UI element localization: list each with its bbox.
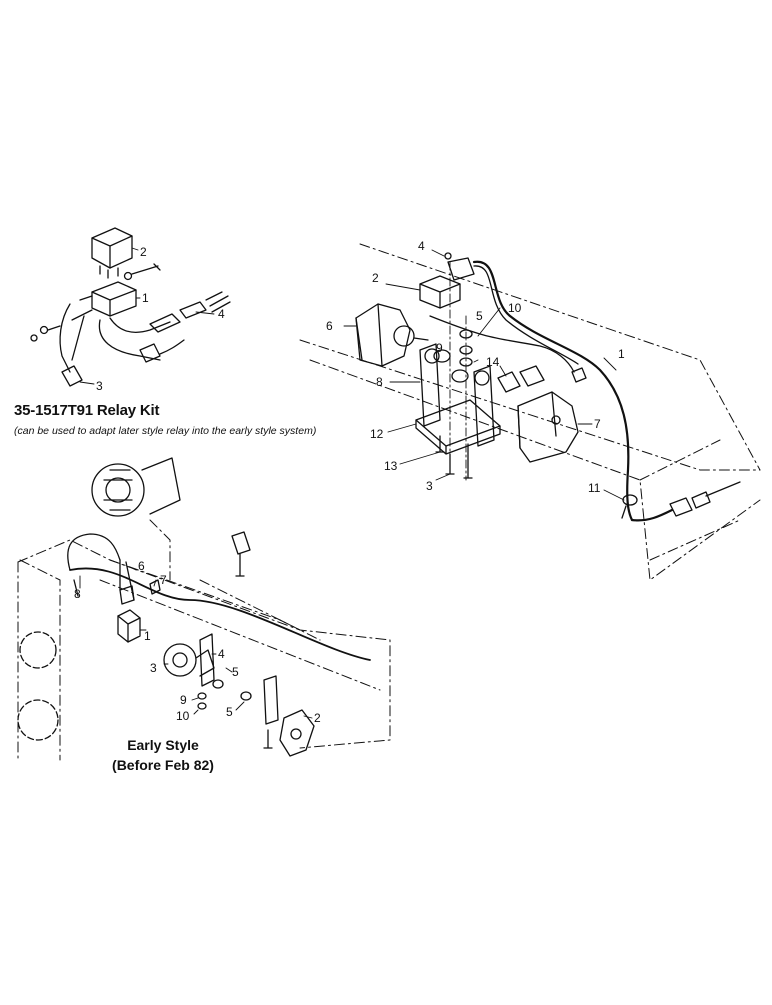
relay-kit-note: (can be used to adapt later style relay … bbox=[14, 425, 317, 437]
callout-label: 14 bbox=[486, 355, 500, 369]
callout-label: 9 bbox=[180, 693, 187, 707]
early-relay-icon bbox=[117, 609, 141, 643]
main-relay-icon bbox=[419, 275, 461, 309]
relay-kit-title: 35-1517T91 Relay Kit bbox=[14, 402, 160, 419]
connector-icon bbox=[149, 313, 181, 333]
horn-right-icon bbox=[517, 391, 579, 463]
terminal-connector-icon bbox=[61, 365, 83, 387]
callout-label: 12 bbox=[370, 427, 384, 441]
early-style-title: Early Style (Before Feb 82) bbox=[98, 735, 228, 775]
main-assembly-drawing bbox=[299, 243, 761, 581]
relay-kit-callouts: 2 1 4 3 bbox=[96, 245, 225, 393]
callout-label: 7 bbox=[594, 417, 601, 431]
relay-kit-drawing bbox=[30, 227, 231, 387]
callout-label: 2 bbox=[372, 271, 379, 285]
light-opening bbox=[17, 699, 59, 741]
callout-label: 13 bbox=[384, 459, 398, 473]
callout-label: 4 bbox=[218, 647, 225, 661]
callout-label: 10 bbox=[508, 301, 522, 315]
callout-label: 7 bbox=[160, 573, 167, 587]
relay-socket-icon bbox=[91, 281, 137, 317]
callout-label: 5 bbox=[226, 705, 233, 719]
callout-label: 10 bbox=[176, 709, 190, 723]
main-assembly-callouts: 4 2 10 5 6 9 1 8 14 7 12 13 3 11 bbox=[326, 239, 625, 495]
callout-label: 6 bbox=[326, 319, 333, 333]
callout-label: 9 bbox=[436, 341, 443, 355]
callout-label: 8 bbox=[74, 587, 81, 601]
early-style-drawing bbox=[17, 457, 391, 761]
wiring-harness bbox=[472, 260, 634, 522]
early-style-title-line2: (Before Feb 82) bbox=[112, 757, 214, 773]
callout-label: 5 bbox=[232, 665, 239, 679]
relay-icon bbox=[91, 227, 133, 269]
horn-left-icon bbox=[355, 303, 411, 367]
early-style-callouts: 8 6 7 1 3 4 5 9 10 5 2 bbox=[74, 559, 321, 725]
alternator-icon bbox=[91, 463, 145, 517]
mounting-bracket-icon bbox=[419, 343, 441, 427]
callout-label: 1 bbox=[142, 291, 149, 305]
callout-label: 1 bbox=[618, 347, 625, 361]
early-style-title-line1: Early Style bbox=[127, 737, 199, 753]
callout-label: 3 bbox=[426, 479, 433, 493]
early-wiring-harness bbox=[69, 567, 371, 661]
callout-label: 6 bbox=[138, 559, 145, 573]
callout-label: 8 bbox=[376, 375, 383, 389]
early-horn-2-icon bbox=[279, 709, 315, 757]
callout-label: 3 bbox=[96, 379, 103, 393]
callout-label: 5 bbox=[476, 309, 483, 323]
early-horn-icon bbox=[163, 643, 197, 677]
callout-label: 2 bbox=[140, 245, 147, 259]
callout-label: 1 bbox=[144, 629, 151, 643]
callout-label: 4 bbox=[218, 307, 225, 321]
callout-label: 4 bbox=[418, 239, 425, 253]
callout-label: 2 bbox=[314, 711, 321, 725]
callout-label: 11 bbox=[588, 481, 601, 495]
light-opening bbox=[19, 631, 57, 669]
callout-label: 3 bbox=[150, 661, 157, 675]
